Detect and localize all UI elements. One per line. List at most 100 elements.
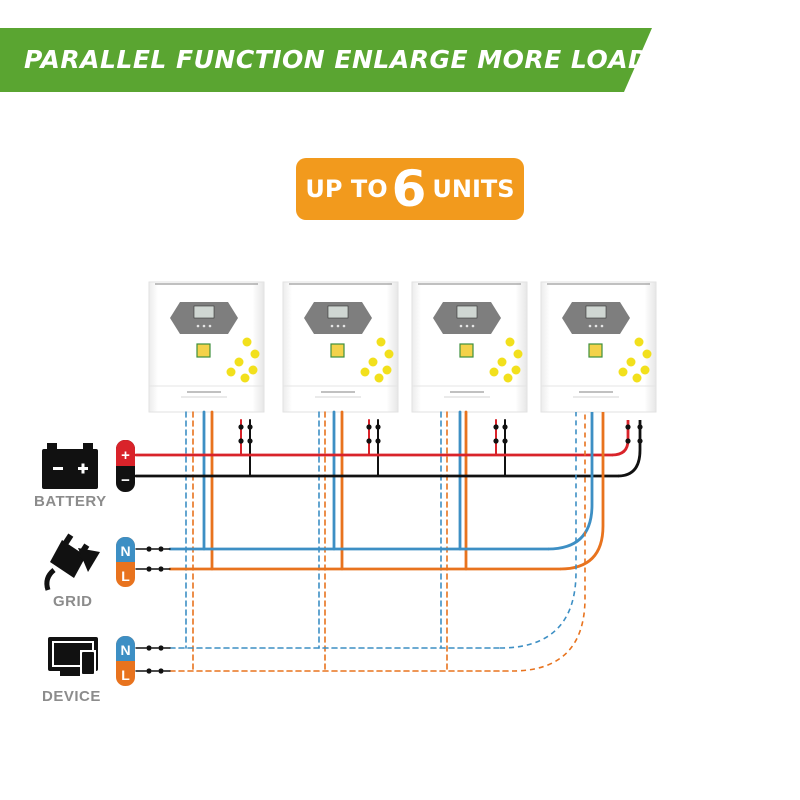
- device-neutral-riser: [499, 412, 577, 649]
- inverter-lcd-screen: [327, 305, 349, 319]
- grid-neutral-riser: [547, 412, 594, 551]
- plug-icon: [44, 533, 100, 591]
- switch-contact: [146, 645, 152, 651]
- inverter-button: [588, 324, 592, 328]
- inverter-button: [600, 324, 604, 328]
- device-icon: [48, 637, 98, 676]
- inverter-logo-mark: [588, 343, 603, 358]
- switch-contact: [158, 668, 164, 674]
- inverter-decor-dot: [505, 337, 515, 347]
- inverter-button: [471, 324, 475, 328]
- inverter-decor-dot: [513, 349, 523, 359]
- battery-terminal-block: + −: [116, 440, 135, 492]
- inverter-lcd-screen: [456, 305, 478, 319]
- units-badge: UP TO 6 UNITS: [296, 158, 524, 220]
- dc-breaker-contact: [493, 438, 499, 444]
- device-n-label: N: [120, 642, 130, 658]
- inverter-decor-dot: [634, 337, 644, 347]
- inverter-decor-dot: [626, 357, 636, 367]
- inverter-button: [330, 324, 334, 328]
- inverter-decor-dot: [250, 349, 260, 359]
- inverter-unit-3: [411, 281, 528, 413]
- inverter-button: [465, 324, 469, 328]
- inverter-button: [342, 324, 346, 328]
- dc-breaker-contact: [625, 438, 631, 444]
- inverter-decor-dot: [242, 337, 252, 347]
- inverter-decor-dot: [234, 357, 244, 367]
- dc-breaker-contact: [625, 424, 631, 430]
- battery-positive-riser: [611, 420, 630, 457]
- inverter-lcd-screen: [585, 305, 607, 319]
- switch-contact: [158, 546, 164, 552]
- inverter-decor-dot: [618, 367, 628, 377]
- inverter-button: [336, 324, 340, 328]
- dc-breaker-contact: [366, 424, 372, 430]
- dc-breaker-contact: [502, 424, 508, 430]
- dc-breaker-contact: [247, 424, 253, 430]
- badge-number: 6: [391, 160, 427, 218]
- switch-contact: [146, 668, 152, 674]
- inverter-decor-dot: [226, 367, 236, 377]
- dc-breaker-contact: [238, 424, 244, 430]
- dc-breaker-contact: [493, 424, 499, 430]
- inverter-button: [208, 324, 212, 328]
- dc-breaker-contact: [247, 438, 253, 444]
- inverter-decor-dot: [382, 365, 392, 375]
- device-l-label: L: [121, 667, 130, 683]
- battery-plus-label: +: [121, 447, 130, 464]
- inverter-button: [202, 324, 206, 328]
- badge-prefix: UP TO: [305, 175, 388, 203]
- wires: [134, 410, 643, 674]
- dc-breaker-contact: [637, 438, 643, 444]
- dc-breaker-contact: [375, 424, 381, 430]
- device-terminal-block: N L: [116, 636, 135, 686]
- inverter-decor-dot: [632, 373, 642, 383]
- grid-l-label: L: [121, 568, 130, 584]
- inverter-logo-mark: [196, 343, 211, 358]
- battery-icon: [42, 443, 98, 489]
- grid-terminal-block: N L: [116, 537, 135, 587]
- banner-title: PARALLEL FUNCTION ENLARGE MORE LOADS: [24, 45, 668, 74]
- inverter-unit-1: [148, 281, 265, 413]
- battery-negative-riser: [617, 420, 642, 478]
- inverter-unit-2: [282, 281, 399, 413]
- inverter-decor-dot: [497, 357, 507, 367]
- title-banner: PARALLEL FUNCTION ENLARGE MORE LOADS: [0, 28, 800, 92]
- switch-contact: [158, 645, 164, 651]
- device-line-riser: [511, 412, 586, 672]
- inverter-decor-dot: [374, 373, 384, 383]
- inverter-unit-4: [540, 281, 657, 413]
- dc-breaker-contact: [375, 438, 381, 444]
- grid-label: GRID: [53, 593, 93, 610]
- inverter-logo-mark: [330, 343, 345, 358]
- dc-breaker-contact: [238, 438, 244, 444]
- inverter-decor-dot: [368, 357, 378, 367]
- inverter-button: [196, 324, 200, 328]
- inverter-lcd-screen: [193, 305, 215, 319]
- grid-line-riser: [559, 412, 605, 571]
- dc-breaker-contact: [366, 438, 372, 444]
- switch-contact: [146, 546, 152, 552]
- inverter-decor-dot: [376, 337, 386, 347]
- device-label: DEVICE: [42, 688, 101, 705]
- grid-n-label: N: [120, 543, 130, 559]
- inverter-decor-dot: [511, 365, 521, 375]
- banner-shape: [0, 28, 652, 92]
- badge-suffix: UNITS: [432, 175, 515, 203]
- dc-breaker-contact: [502, 438, 508, 444]
- inverter-decor-dot: [384, 349, 394, 359]
- inverter-button: [594, 324, 598, 328]
- inverter-decor-dot: [489, 367, 499, 377]
- inverter-decor-dot: [248, 365, 258, 375]
- inverter-decor-dot: [240, 373, 250, 383]
- inverter-decor-dot: [642, 349, 652, 359]
- inverter-logo-mark: [459, 343, 474, 358]
- switch-contact: [146, 566, 152, 572]
- inverter-decor-dot: [360, 367, 370, 377]
- dc-breaker-contact: [637, 424, 643, 430]
- battery-minus-label: −: [121, 472, 130, 489]
- battery-label: BATTERY: [34, 493, 107, 510]
- switch-contact: [158, 566, 164, 572]
- inverter-units: [148, 281, 657, 413]
